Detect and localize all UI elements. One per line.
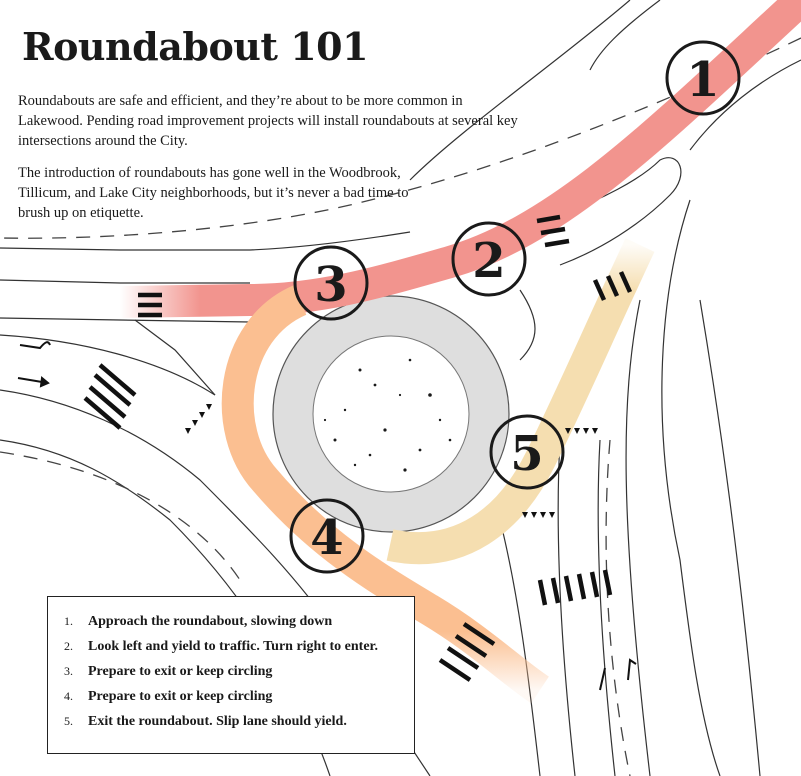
legend-step-2-number: 2. [64, 639, 73, 653]
step-marker-4-label: 4 [310, 510, 343, 566]
intro-paragraph-1: Roundabouts are safe and efficient, and … [18, 93, 518, 149]
path-exit-yellow [386, 238, 655, 565]
step-marker-4: 4 [289, 498, 365, 574]
step-marker-1: 1 [665, 40, 741, 116]
legend-step-5-text: Exit the roundabout. Slip lane should yi… [88, 714, 347, 729]
legend-step-3-number: 3. [64, 664, 73, 678]
legend-step-1: 1. Approach the roundabout, slowing down [64, 609, 414, 634]
lane-arrows [17, 341, 637, 691]
legend-step-3-text: Prepare to exit or keep circling [88, 664, 273, 679]
crosswalk-stripes [83, 214, 633, 682]
legend-step-4-text: Prepare to exit or keep circling [88, 689, 273, 704]
steps-list: 1.Approach the roundabout, slowing down … [64, 609, 414, 734]
step-marker-2: 2 [451, 221, 527, 297]
path-circle-orange [221, 285, 550, 704]
legend-step-5-number: 5. [64, 714, 73, 728]
legend-step-3: 3. Prepare to exit or keep circling [64, 659, 414, 684]
legend-step-2-text: Look left and yield to traffic. Turn rig… [88, 639, 378, 654]
legend-step-2: 2. Look left and yield to traffic. Turn r… [64, 634, 414, 659]
legend-step-4-number: 4. [64, 689, 73, 703]
island-speckles [323, 358, 452, 472]
step-marker-3: 3 [293, 245, 369, 321]
central-island [272, 295, 510, 533]
step-marker-2-label: 2 [472, 233, 505, 289]
steps-legend: 1.Approach the roundabout, slowing down … [47, 596, 415, 754]
page-title: Roundabout 101 [22, 24, 369, 69]
step-marker-3-label: 3 [314, 257, 347, 313]
legend-step-5: 5. Exit the roundabout. Slip lane should … [64, 709, 414, 734]
legend-step-1-number: 1. [64, 614, 73, 628]
step-marker-5: 5 [489, 414, 565, 490]
legend-step-4: 4. Prepare to exit or keep circling [64, 684, 414, 709]
lane-markings [0, 37, 801, 776]
path-approach-red [104, 0, 801, 318]
step-marker-1-label: 1 [686, 52, 719, 108]
yield-triangles [185, 404, 598, 518]
intro-paragraph-2: The introduction of roundabouts has gone… [18, 165, 409, 221]
step-marker-5-label: 5 [510, 426, 543, 482]
legend-step-1-text: Approach the roundabout, slowing down [88, 614, 333, 629]
